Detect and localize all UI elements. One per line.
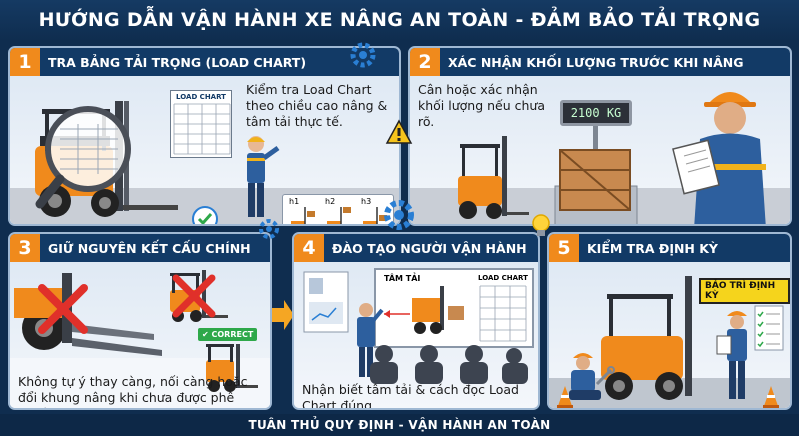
step-2-heading: XÁC NHẬN KHỐI LƯỢNG TRƯỚC KHI NÂNG bbox=[448, 54, 744, 70]
board-chart-grid bbox=[479, 285, 527, 342]
clipboard-icon bbox=[410, 76, 411, 77]
step-5-heading: KIỂM TRA ĐỊNH KỲ bbox=[587, 240, 718, 256]
correct-label: CORRECT bbox=[211, 330, 254, 339]
board-forklift-diagram bbox=[384, 286, 464, 334]
step-4-number: 4 bbox=[294, 234, 324, 262]
step-3-description: Không tự ý thay càng, nối càng hoặc đổi … bbox=[18, 374, 248, 408]
wooden-crate bbox=[559, 149, 631, 211]
forklift-illustration bbox=[601, 276, 692, 400]
worker-illustration bbox=[672, 92, 766, 224]
maintenance-sign: BẢO TRÌ ĐỊNH KỲ bbox=[699, 278, 790, 304]
maintenance-sign-text: BẢO TRÌ ĐỊNH KỲ bbox=[705, 281, 776, 301]
step-5-header: 5 KIỂM TRA ĐỊNH KỲ bbox=[549, 234, 790, 262]
step-5-scene: BẢO TRÌ ĐỊNH KỲ bbox=[549, 262, 790, 408]
step-1-header: 1 TRA BẢNG TẢI TRỌNG (LOAD CHART) bbox=[10, 48, 399, 76]
load-chart-title: LOAD CHART bbox=[176, 93, 226, 101]
trainees-illustration bbox=[370, 345, 528, 384]
lightbulb-icon bbox=[532, 214, 550, 236]
diagram-forklifts bbox=[291, 207, 387, 224]
warning-icon bbox=[385, 119, 413, 144]
check-icon bbox=[192, 206, 218, 224]
gear-icon bbox=[259, 219, 279, 239]
diagram-h3: h3 bbox=[361, 197, 372, 206]
step-4-panel: 4 ĐÀO TẠO NGƯỜI VẬN HÀNH TÂM TẢI LOAD CH… bbox=[292, 232, 540, 410]
step-3-scene: ✔ CORRECT Không tự ý thay càng, nối càng… bbox=[10, 262, 270, 408]
diagram-h1: h1 bbox=[289, 197, 300, 206]
correct-badge: ✔ CORRECT bbox=[198, 328, 258, 341]
step-2-panel: 2 XÁC NHẬN KHỐI LƯỢNG TRƯỚC KHI NÂNG Cân… bbox=[408, 46, 792, 226]
step-1-scene: LOAD CHART bbox=[10, 76, 399, 224]
step-2-scene: Cân hoặc xác nhận khối lượng nếu chưa rõ… bbox=[410, 76, 790, 224]
forklift-illustration bbox=[458, 136, 529, 219]
traffic-cone-icon bbox=[763, 386, 779, 408]
step-5-panel: 5 KIỂM TRA ĐỊNH KỲ BẢO TRÌ ĐỊNH KỲ bbox=[547, 232, 792, 410]
scale-display: 2100 KG bbox=[560, 100, 632, 126]
step-2-header: 2 XÁC NHẬN KHỐI LƯỢNG TRƯỚC KHI NÂNG bbox=[410, 48, 790, 76]
step-2-number: 2 bbox=[410, 48, 440, 76]
scale-reading: 2100 KG bbox=[570, 106, 622, 120]
check-icon: ✔ bbox=[202, 330, 209, 339]
step-3-panel: 3 GIỮ NGUYÊN KẾT CẤU CHÍNH bbox=[8, 232, 272, 410]
board-chart-title: LOAD CHART bbox=[478, 274, 528, 282]
worker-illustration bbox=[247, 136, 280, 217]
cross-icon bbox=[38, 284, 88, 334]
footer-banner: TUÂN THỦ QUY ĐỊNH - VẬN HÀNH AN TOÀN bbox=[0, 414, 799, 436]
cross-icon bbox=[172, 274, 216, 318]
step-2-description: Cân hoặc xác nhận khối lượng nếu chưa rõ… bbox=[418, 82, 546, 129]
operator-card-poster bbox=[303, 271, 349, 333]
step-5-number: 5 bbox=[549, 234, 579, 262]
step-3-header: 3 GIỮ NGUYÊN KẾT CẤU CHÍNH bbox=[10, 234, 270, 262]
step-3-number: 3 bbox=[10, 234, 40, 262]
forklift-illustration bbox=[206, 344, 258, 392]
training-board: TÂM TẢI LOAD CHART bbox=[374, 268, 534, 348]
step-4-heading: ĐÀO TẠO NGƯỜI VẬN HÀNH bbox=[332, 240, 527, 256]
step-1-number: 1 bbox=[10, 48, 40, 76]
magnifier-icon bbox=[35, 106, 131, 209]
inspector-illustration bbox=[716, 311, 747, 399]
diagram-h2: h2 bbox=[325, 197, 336, 206]
arrow-right-icon bbox=[272, 300, 294, 330]
step-1-description: Kiểm tra Load Chart theo chiều cao nâng … bbox=[246, 82, 388, 129]
checklist-board bbox=[754, 305, 784, 351]
load-chart-card: LOAD CHART bbox=[170, 90, 232, 158]
page-title: HƯỚNG DẪN VẬN HÀNH XE NÂNG AN TOÀN - ĐẢM… bbox=[0, 0, 799, 40]
wrench-icon bbox=[595, 366, 615, 386]
traffic-cone-icon bbox=[557, 386, 573, 408]
step-4-scene: TÂM TẢI LOAD CHART bbox=[294, 262, 538, 408]
board-label: TÂM TẢI bbox=[384, 274, 421, 283]
step-1-heading: TRA BẢNG TẢI TRỌNG (LOAD CHART) bbox=[48, 54, 307, 70]
step-3-heading: GIỮ NGUYÊN KẾT CẤU CHÍNH bbox=[48, 240, 251, 256]
step-4-description: Nhận biết tâm tải & cách đọc Load Chart … bbox=[302, 382, 519, 410]
load-center-diagram: h1 h2 h3 c1 c2 c3 bbox=[282, 194, 394, 224]
load-chart-grid bbox=[173, 103, 231, 155]
gear-icon bbox=[350, 42, 376, 68]
gear-icon bbox=[384, 200, 414, 230]
mechanic-illustration bbox=[569, 353, 601, 400]
step-1-panel: 1 TRA BẢNG TẢI TRỌNG (LOAD CHART) bbox=[8, 46, 401, 226]
forklift-illustration bbox=[14, 273, 162, 356]
step-4-header: 4 ĐÀO TẠO NGƯỜI VẬN HÀNH bbox=[294, 234, 538, 262]
instructor-illustration bbox=[357, 303, 384, 377]
